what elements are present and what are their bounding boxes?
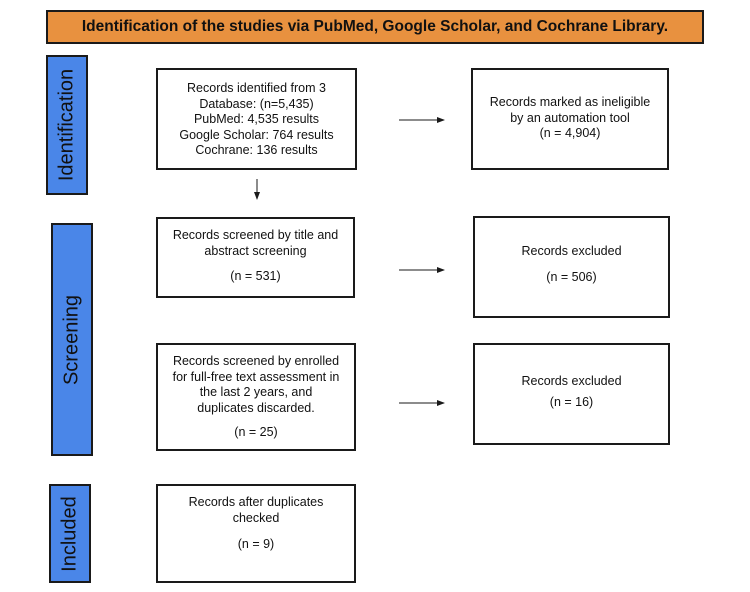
records-ineligible-line: (n = 4,904) [539, 126, 601, 140]
records-fulltext-line: the last 2 years, and [199, 385, 313, 399]
stage-label-included-text: Included [58, 495, 81, 572]
records-excluded-box-1: Records excluded (n = 506) [473, 216, 670, 318]
records-identified-line: Database: (n=5,435) [199, 96, 314, 111]
records-screened-box: Records screened by title and abstract s… [156, 217, 355, 298]
records-included-line: checked [232, 510, 280, 525]
records-excluded-box-2: Records excluded (n = 16) [473, 343, 670, 445]
records-screened-line: Records screened by title and [172, 228, 339, 242]
records-ineligible-box: Records marked as ineligible by an autom… [471, 68, 669, 170]
records-fulltext-line: Records screened by enrolled [172, 354, 340, 368]
stage-label-identification-text: Identification [55, 68, 78, 182]
records-fulltext-box: Records screened by enrolled for full-fr… [156, 343, 356, 451]
records-included-count: (n = 9) [237, 537, 275, 551]
records-identified-line: Records identified from 3 [187, 81, 326, 95]
stage-label-screening: Screening [51, 223, 93, 456]
records-screened-count: (n = 531) [230, 269, 281, 283]
stage-label-screening-text: Screening [60, 294, 83, 385]
records-ineligible-line: Records marked as ineligible [489, 95, 651, 109]
records-identified-line: Cochrane: 136 results [195, 143, 318, 157]
records-included-line: Records after duplicates [188, 495, 324, 509]
records-fulltext-line: for full-free text assessment in [172, 369, 340, 384]
records-excluded-count: (n = 506) [546, 269, 597, 284]
stage-label-included: Included [49, 484, 91, 583]
records-included-box: Records after duplicates checked (n = 9) [156, 484, 356, 583]
records-screened-line: abstract screening [204, 243, 307, 258]
records-excluded-count: (n = 16) [549, 394, 594, 409]
records-fulltext-count: (n = 25) [234, 425, 278, 439]
records-identified-box: Records identified from 3 Database: (n=5… [156, 68, 357, 170]
records-identified-line: Google Scholar: 764 results [179, 127, 334, 142]
records-ineligible-line: by an automation tool [510, 110, 630, 125]
records-identified-line: PubMed: 4,535 results [193, 112, 320, 126]
stage-label-identification: Identification [46, 55, 88, 195]
records-fulltext-line: duplicates discarded. [197, 400, 315, 415]
records-excluded-label: Records excluded [521, 244, 622, 258]
records-excluded-label: Records excluded [521, 374, 622, 388]
diagram-title: Identification of the studies via PubMed… [46, 10, 704, 44]
